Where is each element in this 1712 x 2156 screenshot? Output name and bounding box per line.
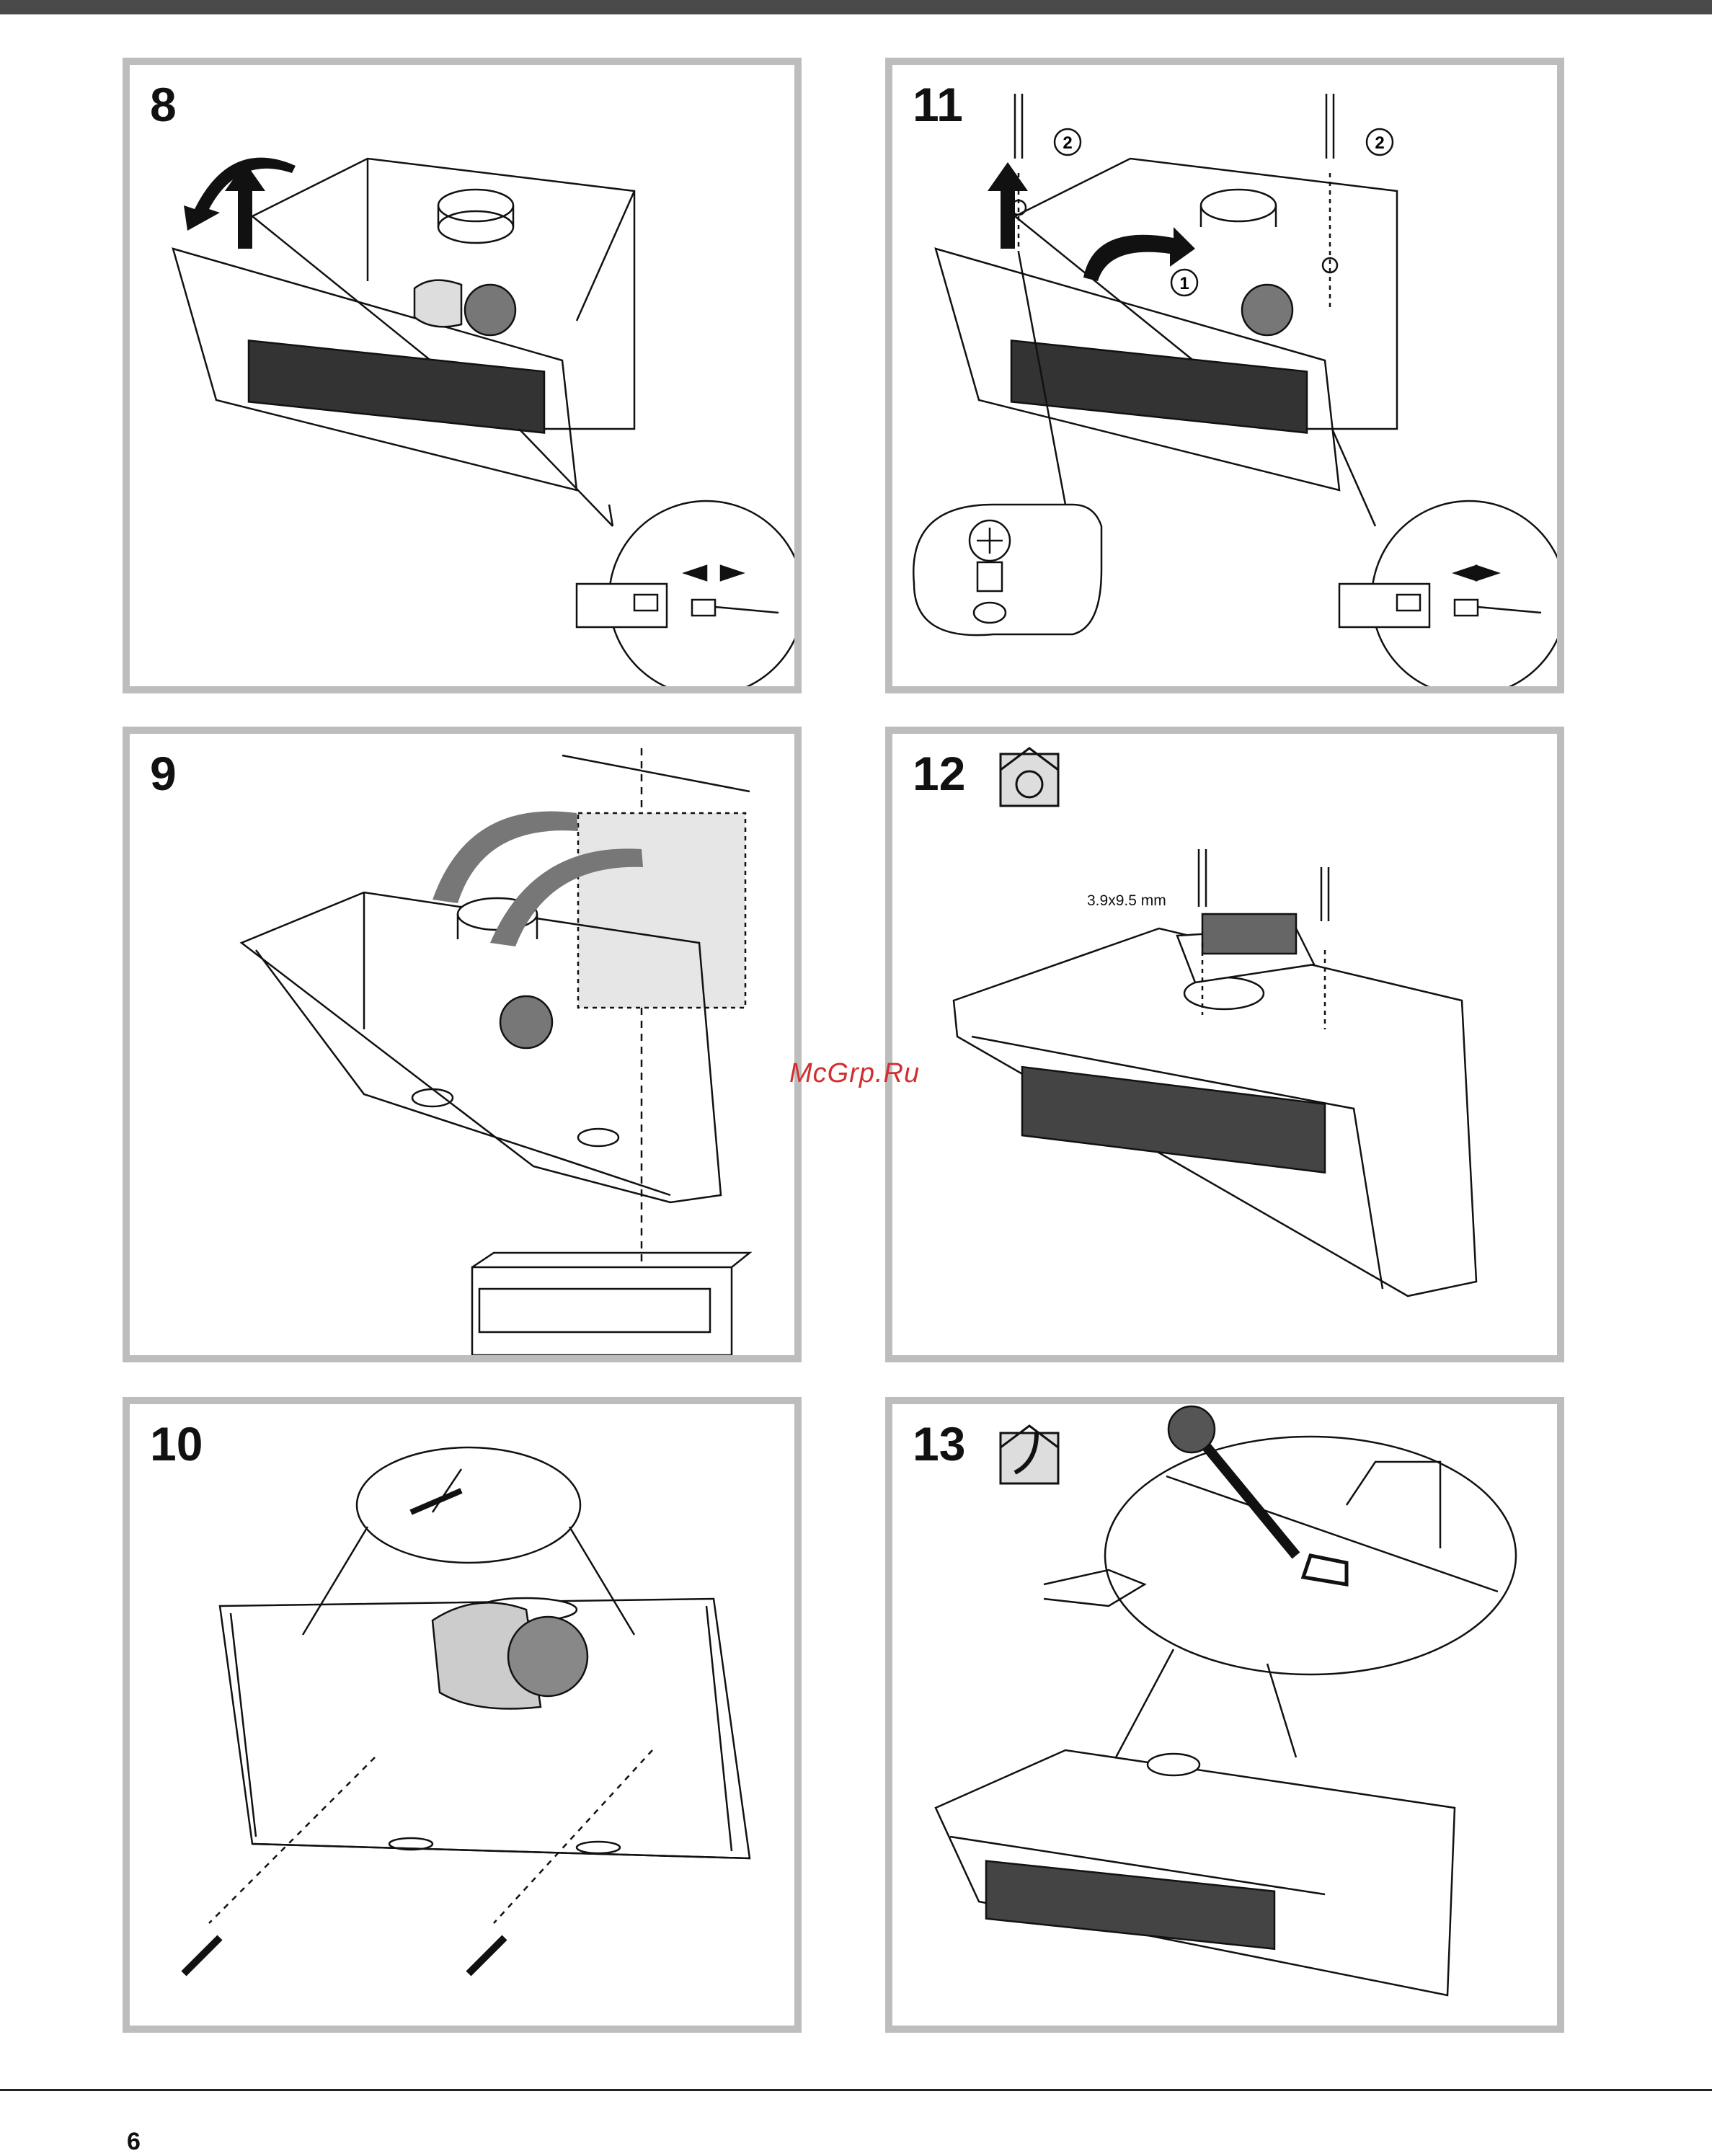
watermark: McGrp.Ru — [789, 1058, 920, 1089]
step-11-panel: 11 — [885, 58, 1564, 693]
dimension-label: 3.9x9.5 mm — [1087, 892, 1166, 910]
ducted-exhaust-house-icon — [1001, 1426, 1058, 1483]
page-number: 6 — [127, 2128, 141, 2156]
top-bar — [0, 0, 1712, 14]
recirculation-house-icon — [1001, 748, 1058, 806]
hood-remove-glass-illustration — [130, 65, 794, 686]
hood-fix-glass-illustration: 1 2 2 — [892, 65, 1557, 686]
step-10-panel: 10 — [123, 1397, 802, 2033]
step-12-panel: 12 3.9x9.5 mm — [885, 727, 1564, 1362]
hood-wall-mount-illustration — [130, 734, 794, 1355]
hood-screw-fix-illustration — [130, 1404, 794, 2026]
step-9-panel: 9 — [123, 727, 802, 1362]
step-13-panel: 13 — [885, 1397, 1564, 2033]
step-8-panel: 8 — [123, 58, 802, 693]
marker-1: 1 — [1179, 274, 1189, 293]
ducted-knockout-illustration — [892, 1404, 1557, 2026]
recirculation-filter-illustration — [892, 734, 1557, 1355]
marker-2-right: 2 — [1375, 133, 1384, 153]
footer-rule — [0, 2089, 1712, 2091]
marker-2-left: 2 — [1063, 133, 1072, 153]
